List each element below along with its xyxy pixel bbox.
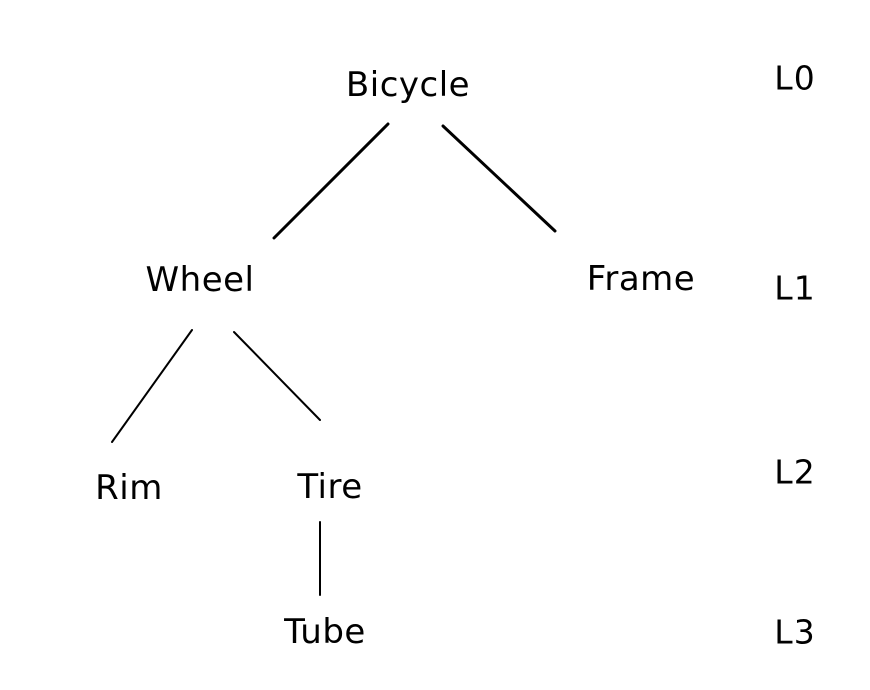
node-wheel[interactable]: Wheel — [145, 260, 255, 300]
node-tube[interactable]: Tube — [284, 612, 366, 652]
edge-wheel-rim — [111, 329, 193, 443]
edge-bicycle-frame — [441, 124, 557, 233]
node-rim[interactable]: Rim — [95, 468, 163, 508]
node-frame[interactable]: Frame — [586, 259, 696, 299]
level-label-l0: L0 — [774, 58, 816, 98]
node-tire[interactable]: Tire — [297, 467, 363, 507]
level-label-l1: L1 — [774, 268, 816, 308]
edge-bicycle-wheel — [272, 122, 390, 240]
level-label-l2: L2 — [774, 452, 816, 492]
level-label-l3: L3 — [774, 612, 816, 652]
node-bicycle[interactable]: Bicycle — [345, 65, 471, 105]
edge-wheel-tire — [233, 331, 321, 421]
